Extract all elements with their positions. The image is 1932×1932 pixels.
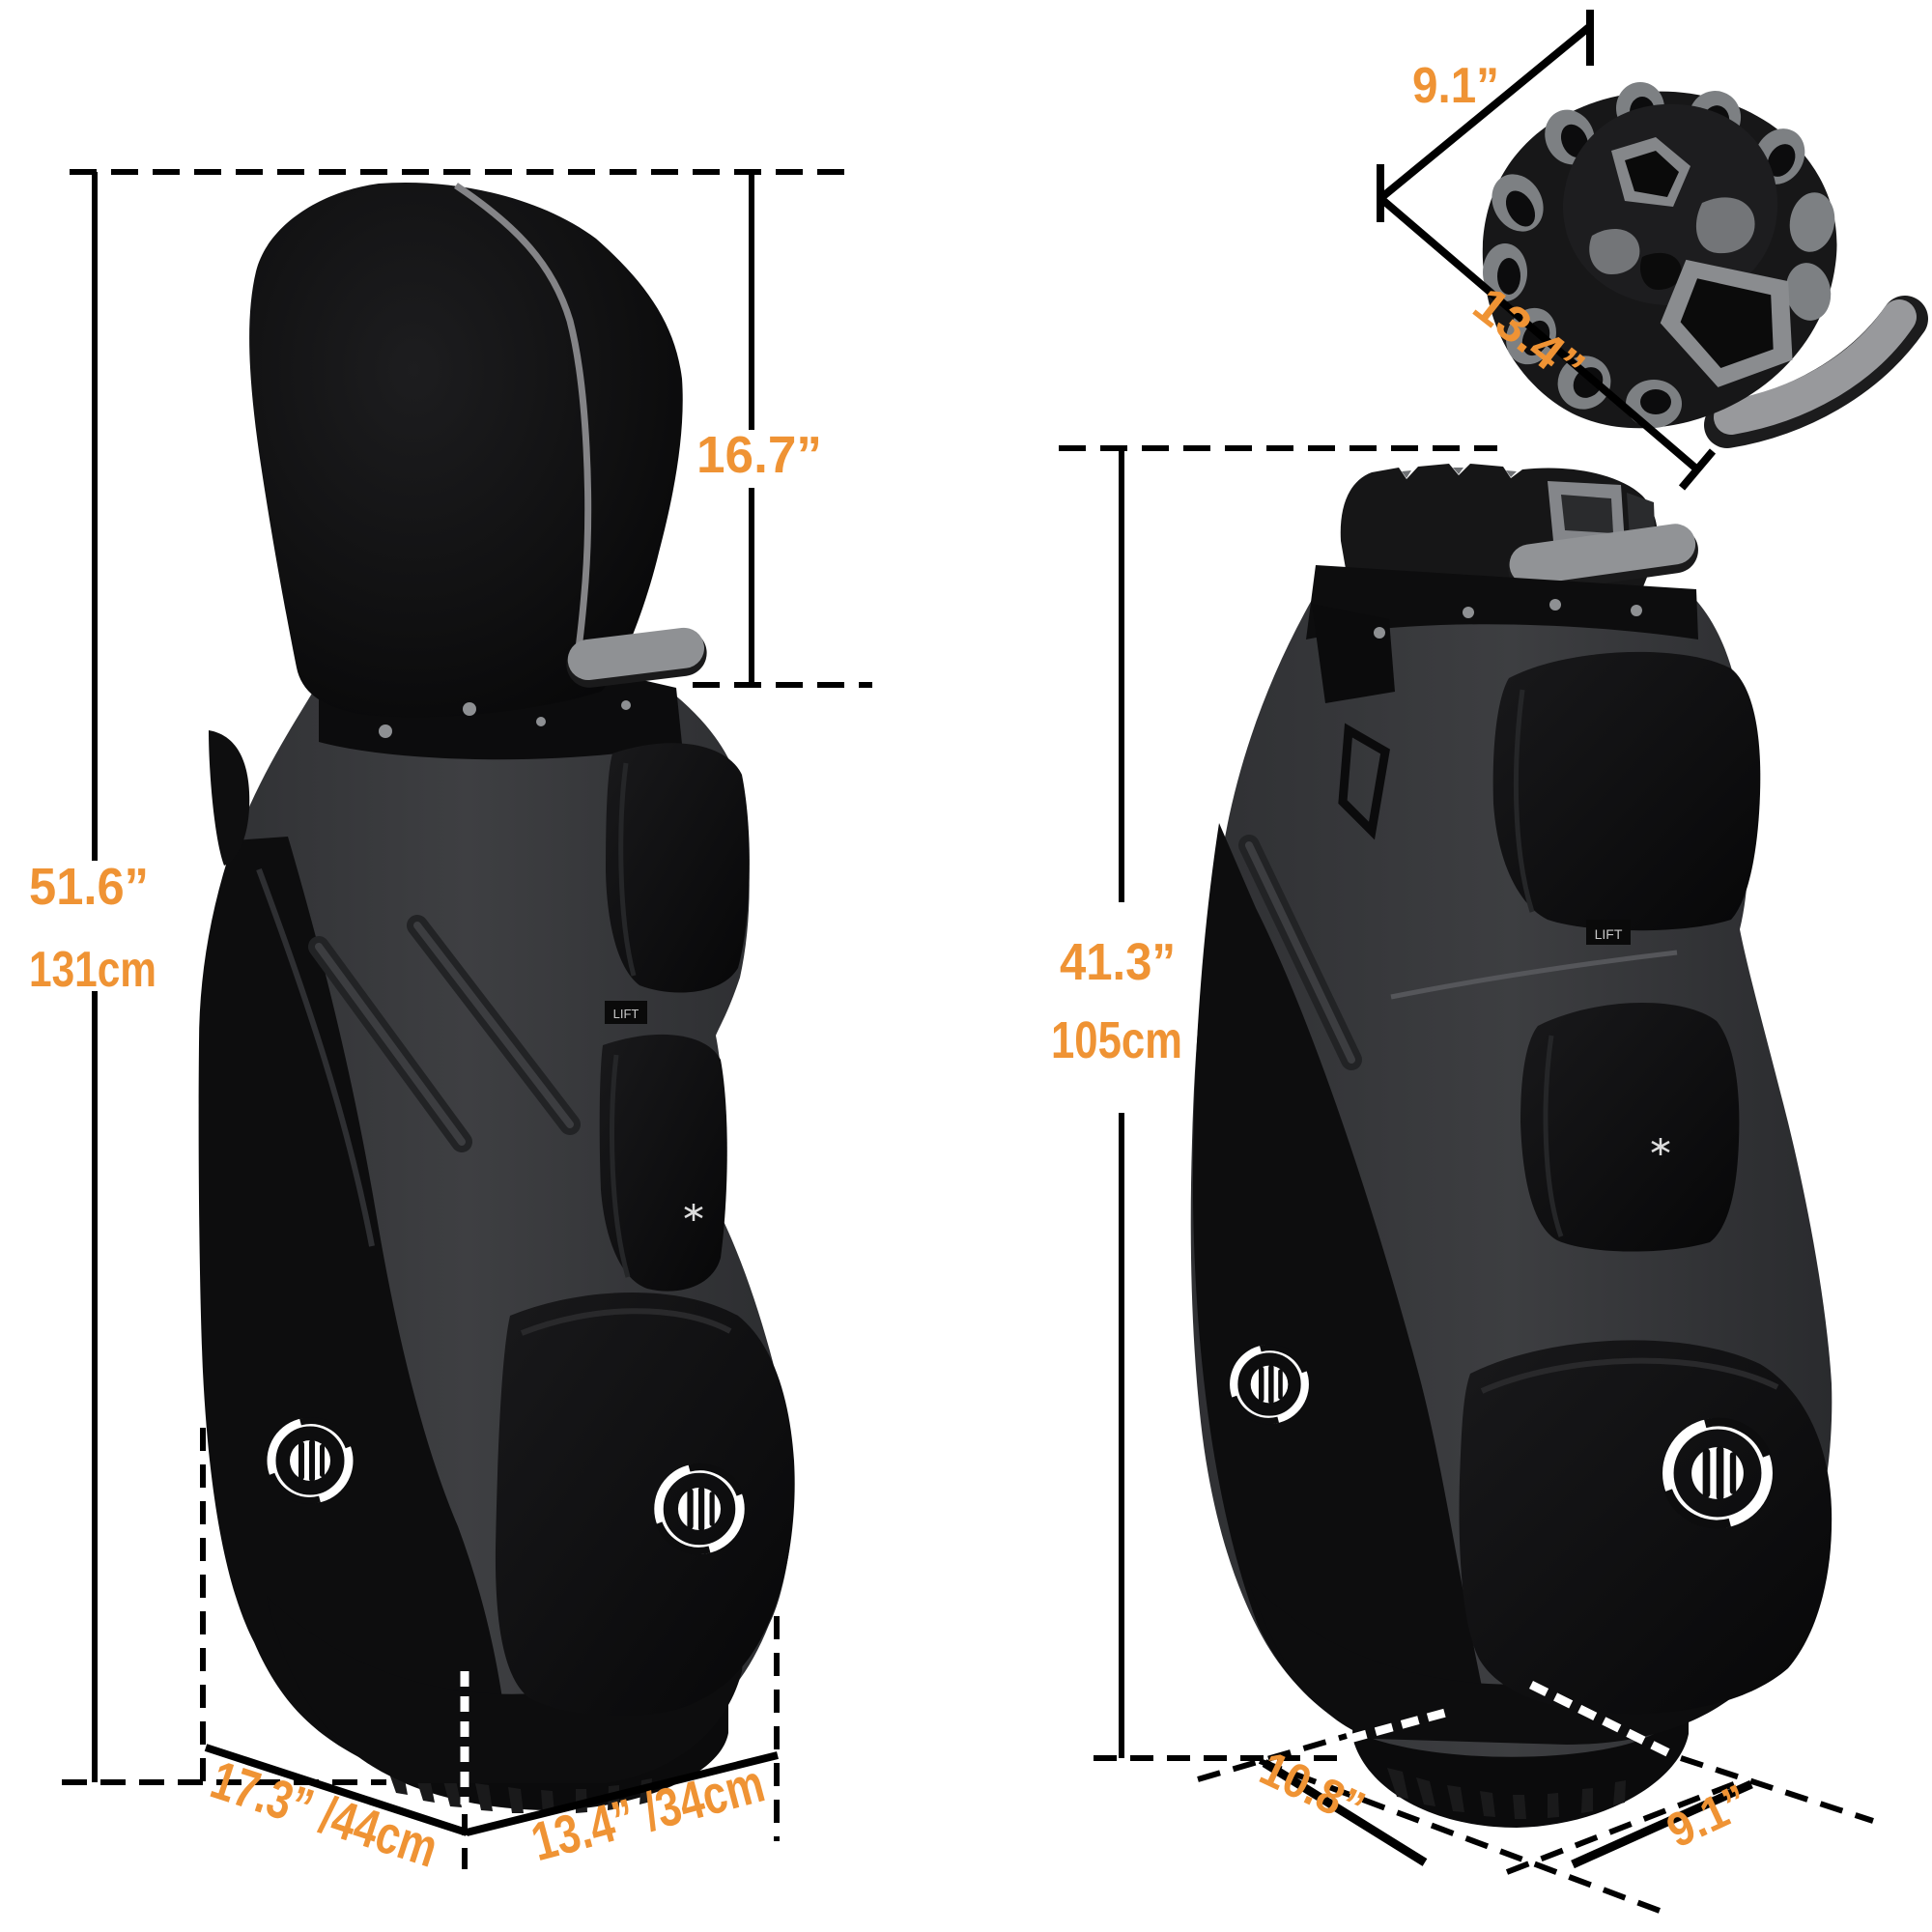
svg-text:9.1”: 9.1” [1412,58,1499,114]
svg-text:131cm: 131cm [29,942,156,998]
svg-text:105cm: 105cm [1051,1011,1182,1069]
svg-text:16.7”: 16.7” [696,426,822,484]
svg-text:41.3”: 41.3” [1060,933,1176,991]
svg-text:LIFT: LIFT [1595,926,1623,942]
svg-text:LIFT: LIFT [613,1007,639,1021]
svg-text:51.6”: 51.6” [29,858,149,916]
svg-text:10.8”: 10.8” [1252,1741,1373,1835]
